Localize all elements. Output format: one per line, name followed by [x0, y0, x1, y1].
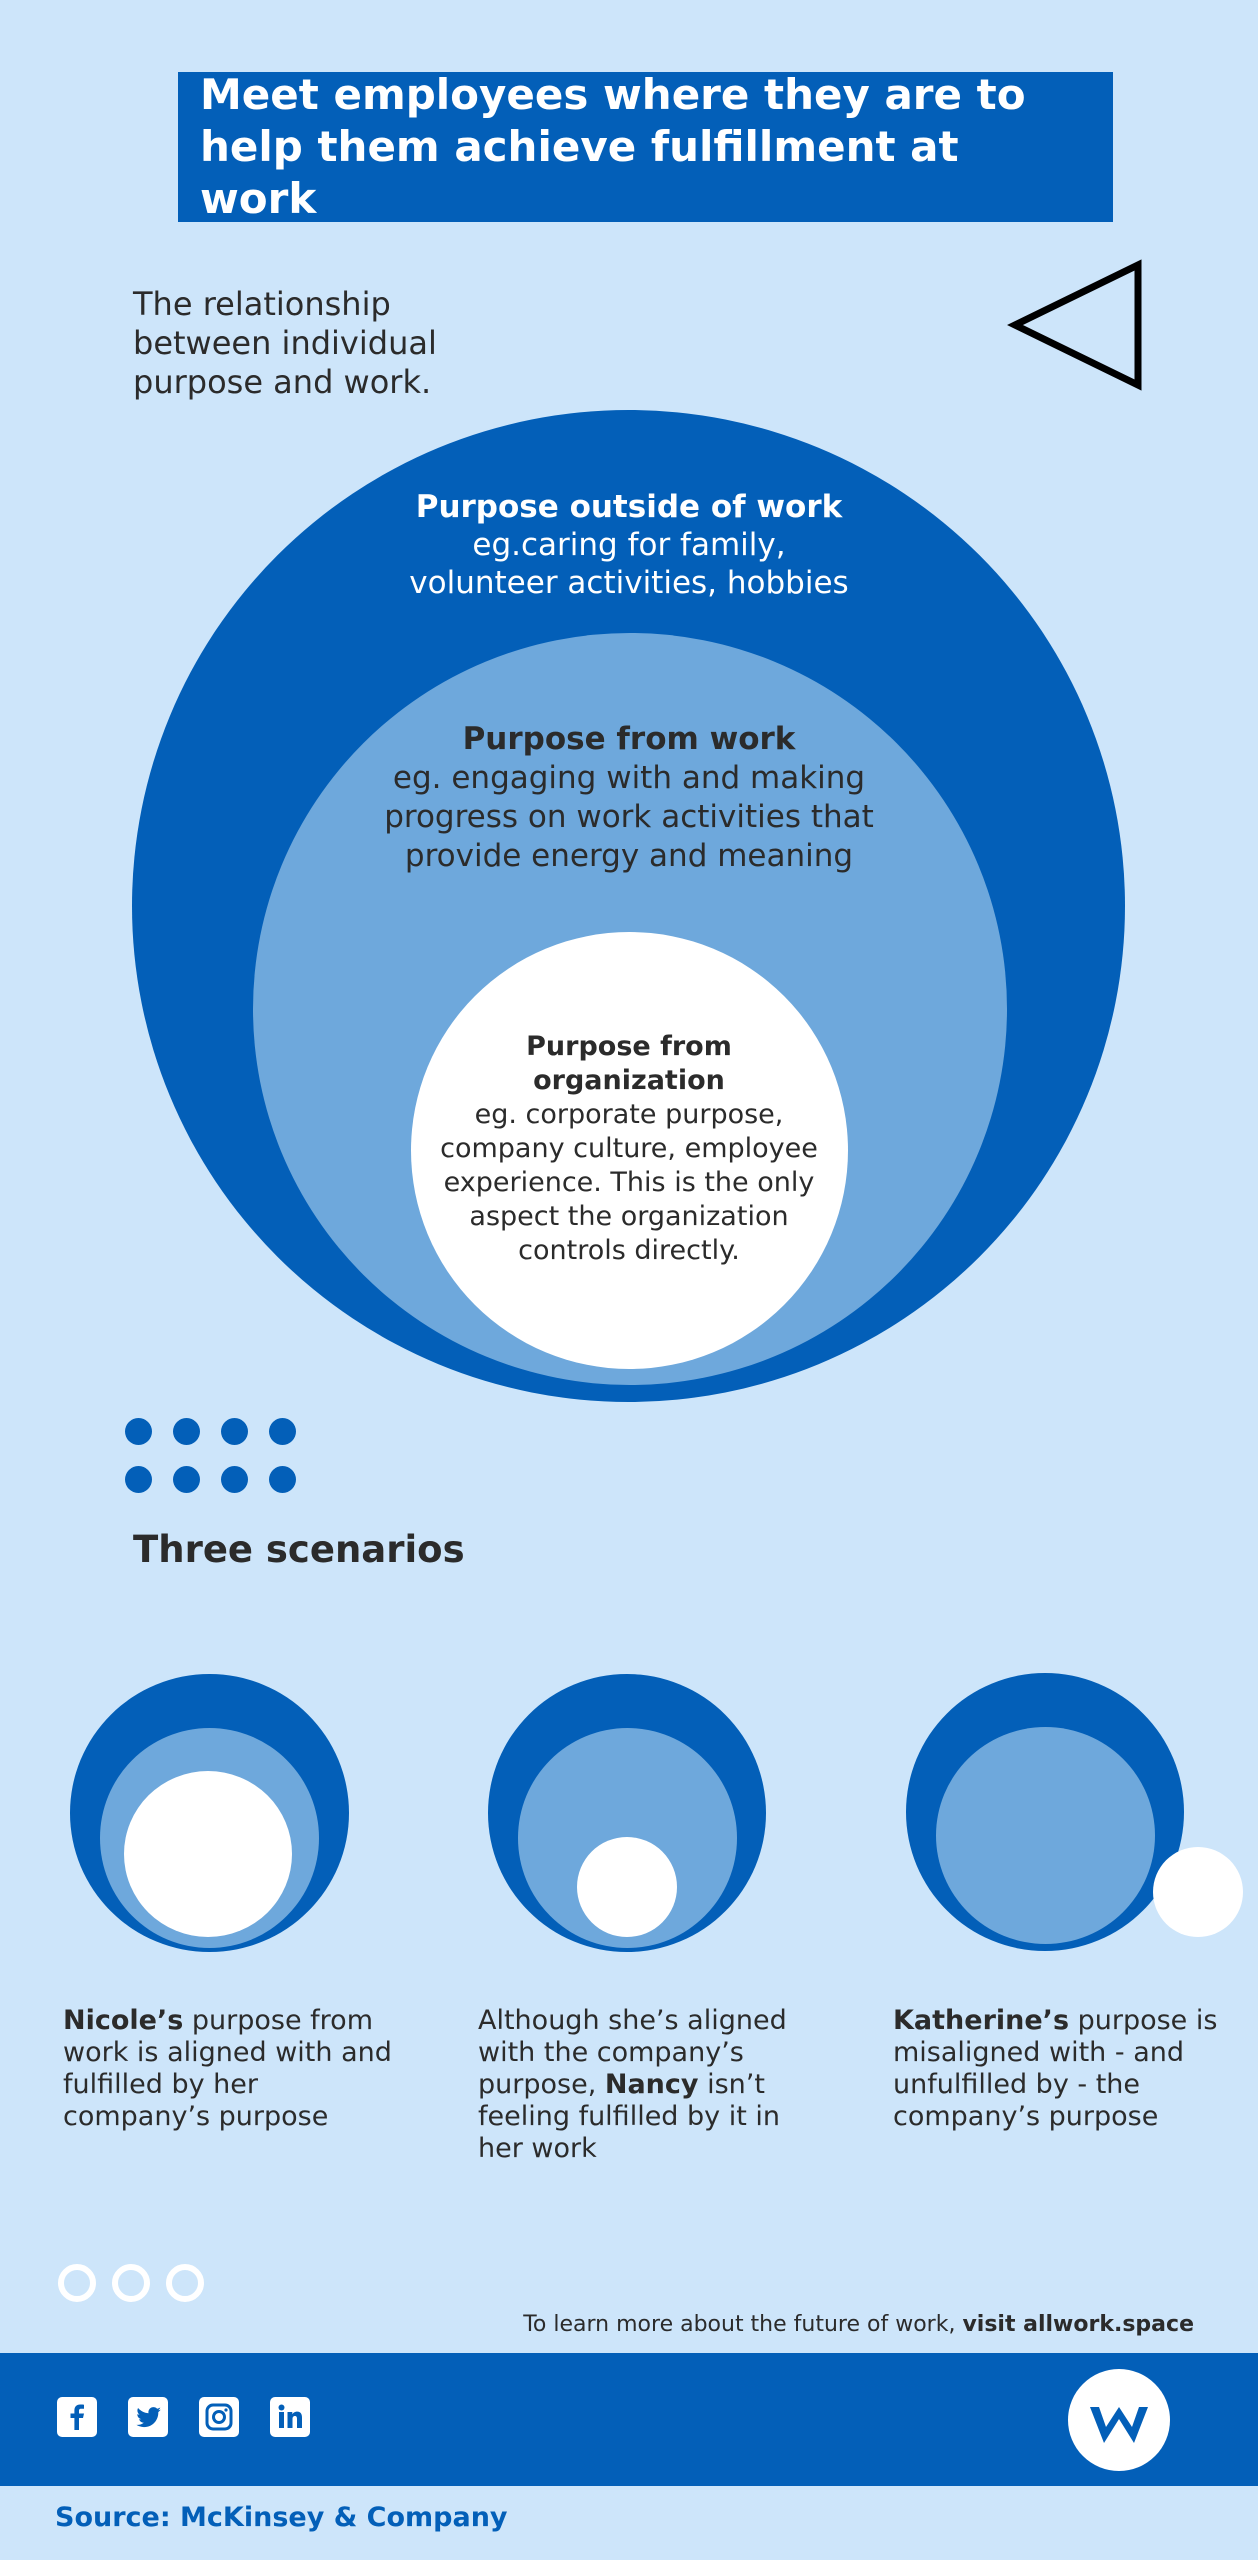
scenario-1-name: Nicole’s — [63, 2005, 184, 2036]
instagram-icon[interactable] — [199, 2397, 239, 2437]
middle-circle-heading: Purpose from work — [462, 721, 796, 757]
scenario-1-text: Nicole’s purpose from work is aligned wi… — [63, 2005, 393, 2133]
scenario-2-text: Although she’s aligned with the company’… — [478, 2005, 818, 2165]
scenario-2-name: Nancy — [604, 2069, 699, 2100]
linkedin-icon[interactable] — [270, 2397, 310, 2437]
triangle-icon — [1007, 259, 1142, 391]
ring-decoration-1 — [58, 2264, 96, 2302]
inner-circle-heading: Purpose from organization — [526, 1031, 732, 1096]
learn-more-text: To learn more about the future of work, … — [523, 2310, 1194, 2340]
ring-decoration-2 — [112, 2264, 150, 2302]
inner-circle-label: Purpose from organization eg. corporate … — [440, 1030, 818, 1268]
ring-decoration-3 — [166, 2264, 204, 2302]
outer-circle-label: Purpose outside of work eg.caring for fa… — [330, 488, 928, 602]
title-banner: Meet employees where they are to help th… — [178, 70, 1113, 223]
outer-circle-body-line2: volunteer activities, hobbies — [409, 565, 849, 601]
scenarios-title: Three scenarios — [133, 1528, 465, 1571]
scenario-3-middle-circle — [936, 1727, 1155, 1944]
dot-grid-decoration — [125, 1418, 300, 1498]
allwork-logo — [1068, 2369, 1170, 2471]
scenario-3-name: Katherine’s — [893, 2005, 1070, 2036]
outer-circle-heading: Purpose outside of work — [415, 489, 843, 525]
scenario-2-inner-circle — [577, 1837, 677, 1937]
scenario-2-prefix: Although she’s aligned with the company’… — [478, 2005, 787, 2100]
scenario-3-description: purpose is misaligned with - and unfulfi… — [893, 2005, 1218, 2132]
scenario-2-description: isn’t feeling fulfilled by it in her wor… — [478, 2069, 781, 2164]
allwork-link[interactable]: visit allwork.space — [962, 2312, 1194, 2337]
scenario-1-inner-circle — [124, 1771, 292, 1937]
middle-circle-label: Purpose from work eg. engaging with and … — [340, 720, 918, 876]
facebook-icon[interactable] — [57, 2397, 97, 2437]
outer-circle-body-line1: eg.caring for family, — [472, 527, 786, 563]
middle-circle-body: eg. engaging with and making progress on… — [384, 760, 874, 874]
page-title: Meet employees where they are to help th… — [200, 70, 1026, 223]
twitter-icon[interactable] — [128, 2397, 168, 2437]
intro-text: The relationship between individual purp… — [133, 285, 437, 401]
learn-more-prefix: To learn more about the future of work, — [523, 2312, 963, 2337]
scenario-3-inner-circle — [1153, 1847, 1243, 1937]
inner-circle — [411, 932, 848, 1369]
source-text: Source: McKinsey & Company — [55, 2502, 508, 2533]
scenario-3-text: Katherine’s purpose is misaligned with -… — [893, 2005, 1218, 2133]
inner-circle-body: eg. corporate purpose, company culture, … — [440, 1099, 818, 1266]
scenario-1-description: purpose from work is aligned with and fu… — [63, 2005, 392, 2132]
